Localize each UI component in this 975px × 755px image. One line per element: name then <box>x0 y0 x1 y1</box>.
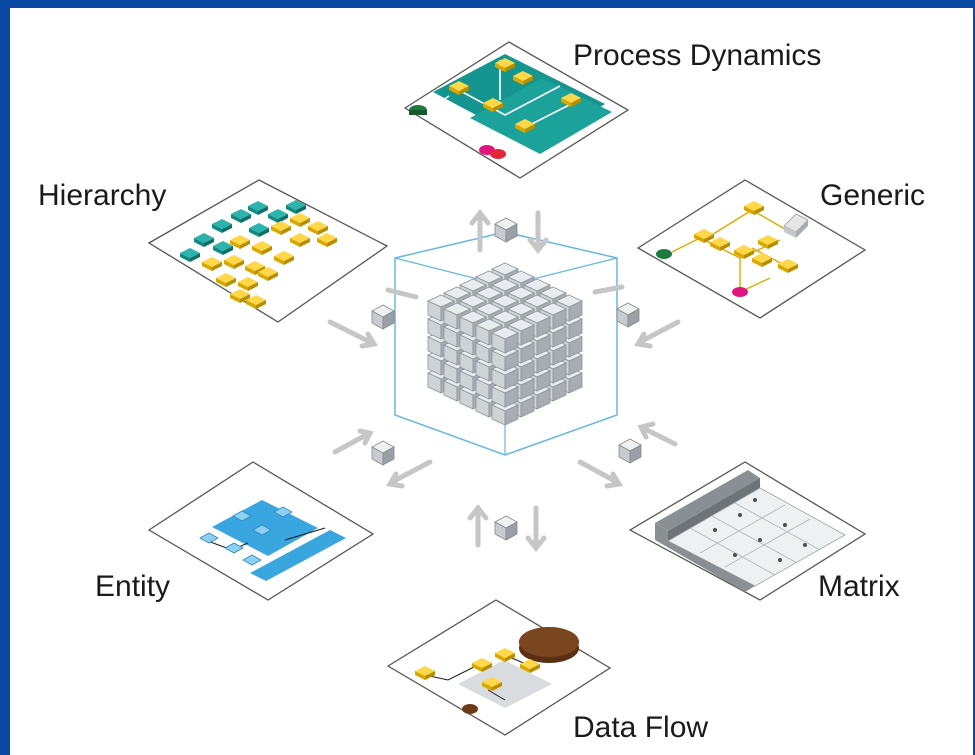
label-matrix: Matrix <box>818 570 900 603</box>
label-data-flow: Data Flow <box>573 711 708 744</box>
grid-cube <box>491 326 519 354</box>
entity-panel: Entity <box>95 461 375 603</box>
label-entity: Entity <box>95 570 170 603</box>
hierarchy-panel: Hierarchy <box>38 179 389 323</box>
label-process-dynamics: Process Dynamics <box>573 39 821 72</box>
diagram-canvas: Process Dynamics <box>10 8 973 755</box>
model-views-diagram: Process Dynamics <box>38 39 925 744</box>
process-dynamics-panel: Process Dynamics <box>403 39 821 179</box>
connector-arrows <box>327 208 681 553</box>
central-cube <box>394 231 618 456</box>
label-generic: Generic <box>820 179 925 212</box>
data-flow-panel: Data Flow <box>386 599 708 744</box>
generic-panel: Generic <box>636 179 925 319</box>
matrix-panel: Matrix <box>628 461 900 603</box>
label-hierarchy: Hierarchy <box>38 179 166 212</box>
